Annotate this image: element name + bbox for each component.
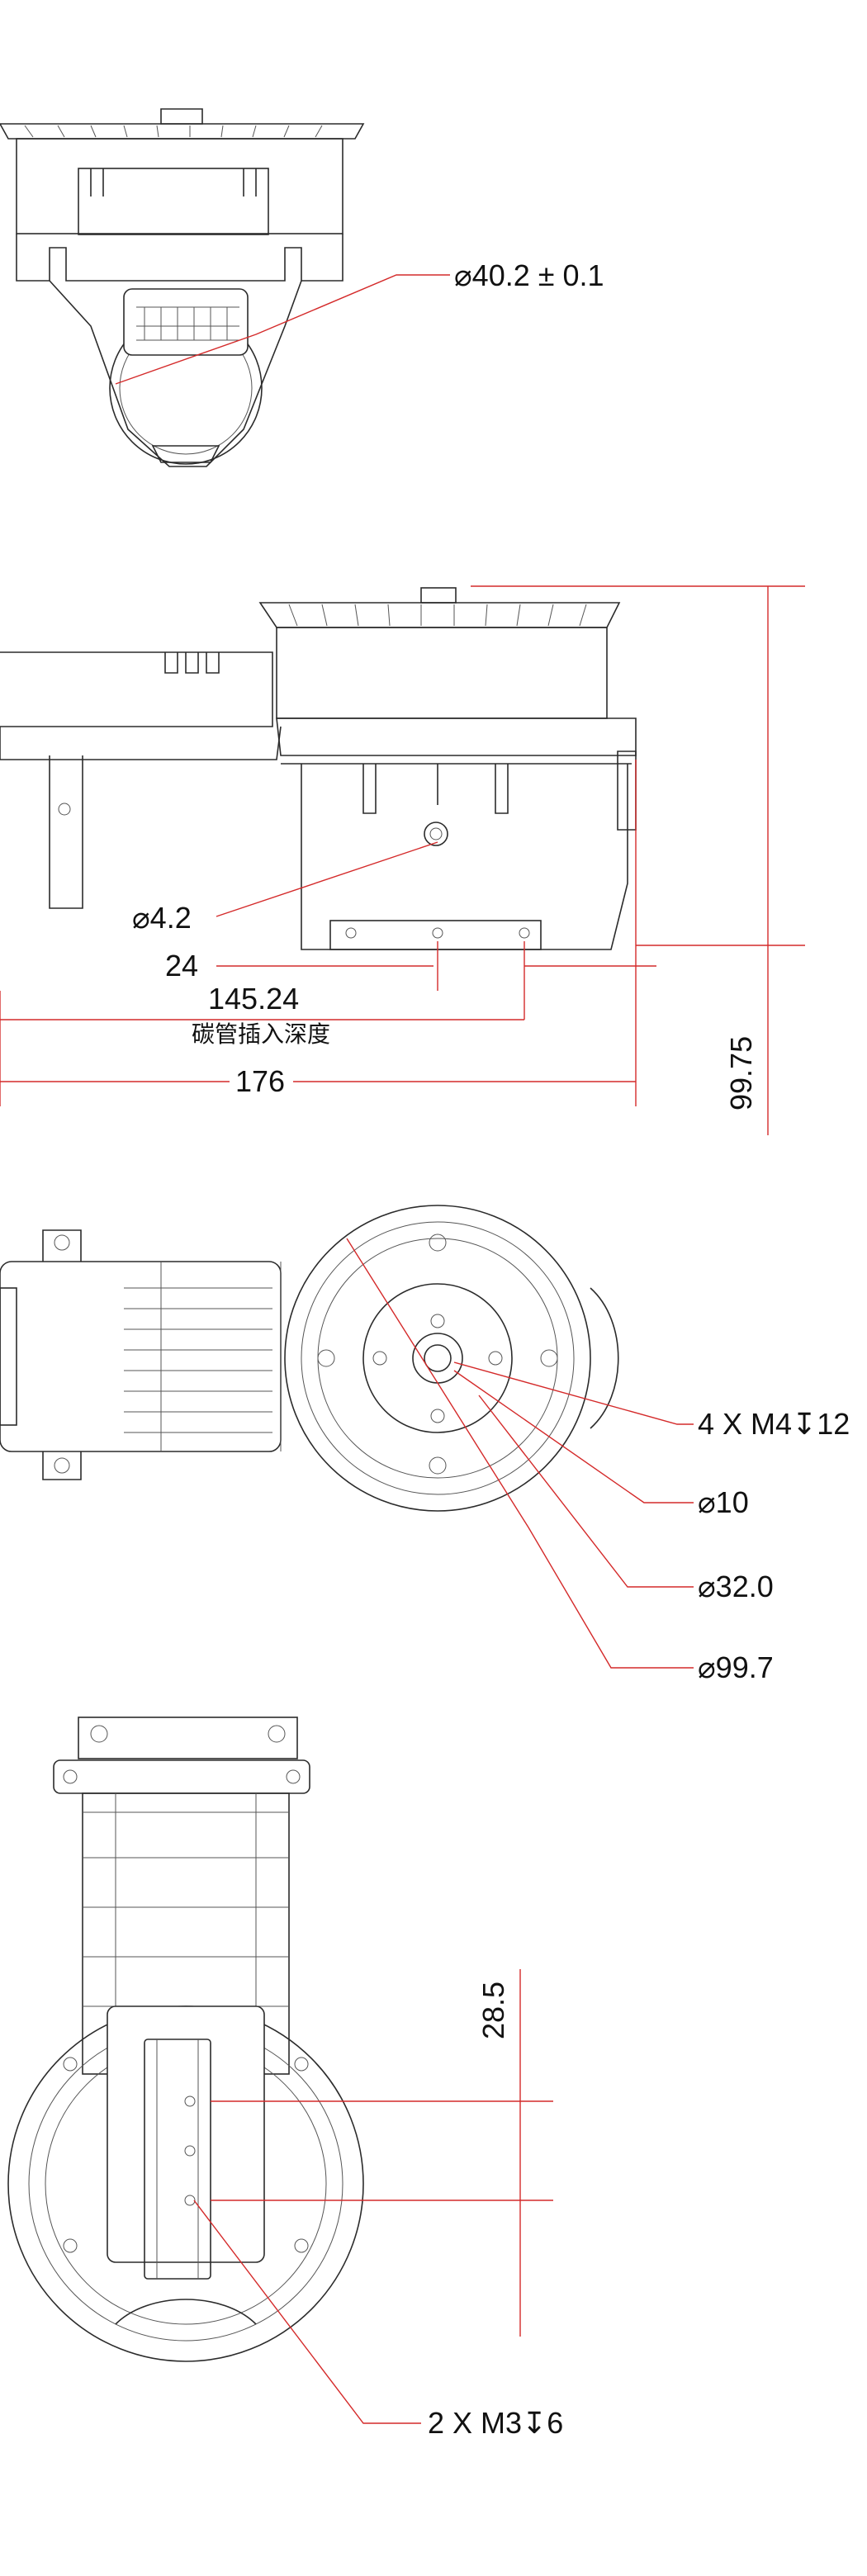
dim-center-label: ⌀10 xyxy=(698,1485,749,1519)
dim-spacing-label: 24 xyxy=(165,949,198,983)
dim-insert-label: 145.24 xyxy=(208,982,299,1016)
dim-pcd-label: ⌀32.0 xyxy=(698,1570,774,1603)
dim-bore-label: ⌀40.2 ± 0.1 xyxy=(454,258,604,292)
bottom-view xyxy=(7,1717,553,2424)
dim-hole-label: ⌀4.2 xyxy=(132,901,192,935)
top-view xyxy=(0,1205,694,1669)
dim-screws-m4-label: 4 X M4↧12 xyxy=(698,1407,850,1441)
dim-height-label: 99.75 xyxy=(724,1036,758,1110)
dim-pitch-label: 28.5 xyxy=(476,1982,510,2039)
side-view xyxy=(0,585,805,1135)
dim-length-label: 176 xyxy=(235,1064,285,1098)
dim-screws-m3-label: 2 X M3↧6 xyxy=(428,2406,563,2440)
end-view xyxy=(0,108,450,467)
dim-outer-label: ⌀99.7 xyxy=(698,1650,774,1684)
insert-caption: 碳管插入深度 xyxy=(192,1021,330,1047)
